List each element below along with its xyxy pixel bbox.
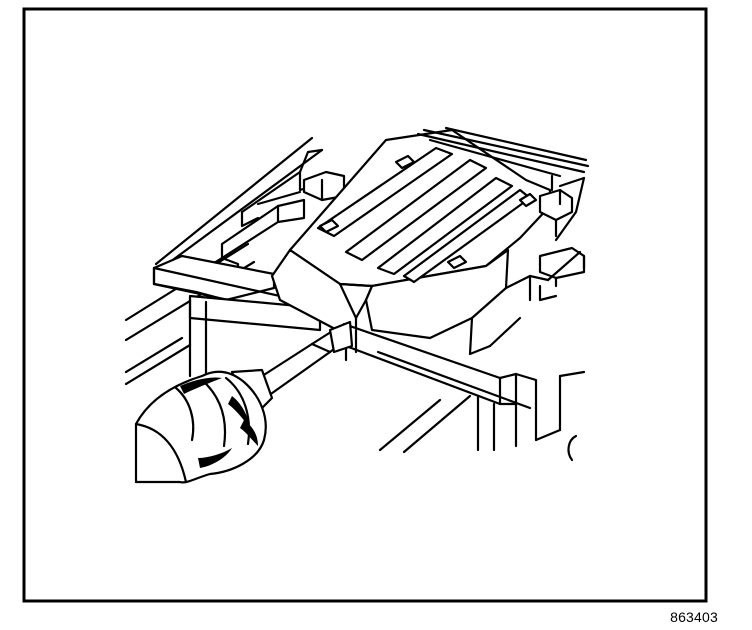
figure-frame — [22, 7, 708, 603]
connector-body — [270, 126, 590, 342]
base-plate — [152, 254, 322, 384]
figure-number: 863403 — [670, 609, 718, 625]
release-tab — [342, 322, 586, 462]
screwdriver-icon — [134, 320, 354, 484]
right-bracket — [468, 176, 586, 356]
